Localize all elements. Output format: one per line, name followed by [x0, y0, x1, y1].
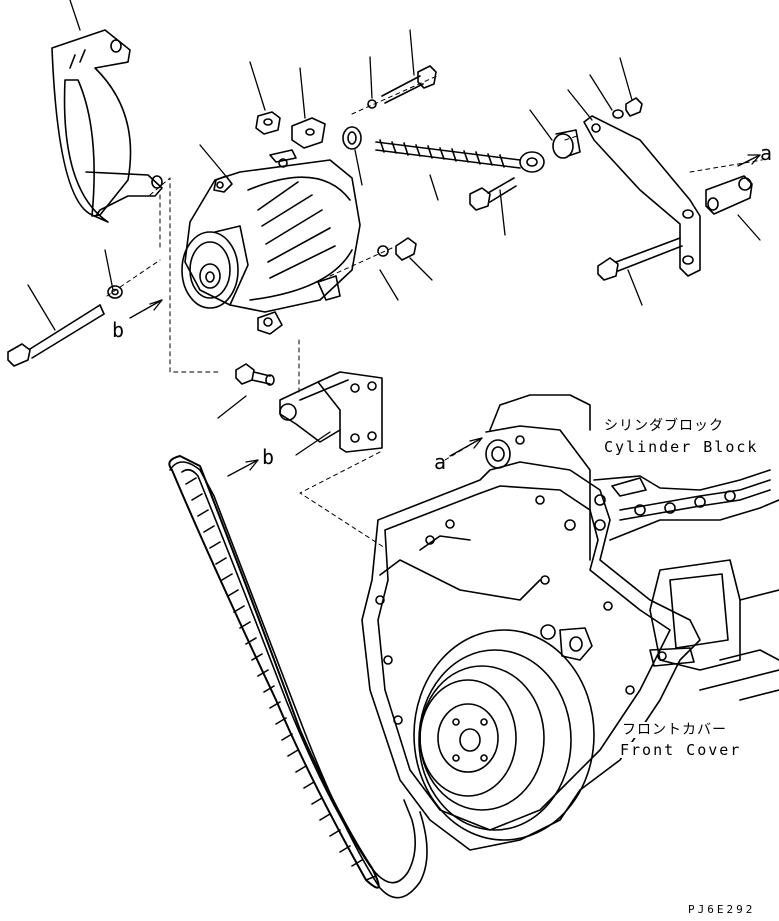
lower-bracket	[235, 363, 383, 453]
front-cover-label-jp: フロントカバー	[622, 722, 727, 738]
reference-arrows	[129, 154, 761, 477]
reference-mark-b-belt: b	[262, 445, 275, 469]
drawing-code: PJ6E292	[688, 903, 756, 916]
front-cover	[361, 461, 701, 851]
right-bracket	[583, 97, 753, 281]
long-bolt	[7, 285, 123, 367]
leader-lines	[27, 0, 761, 456]
upper-bolt	[381, 65, 437, 104]
spacer-and-nut-parts	[255, 99, 417, 261]
drive-belt	[168, 455, 428, 899]
cylinder-block	[485, 394, 779, 701]
alternator	[181, 149, 361, 335]
front-cover-label-en: Front Cover	[620, 741, 742, 759]
upper-bracket	[51, 29, 163, 223]
cylinder-block-label-jp: シリンダブロック	[604, 418, 724, 434]
reference-mark-a-block: a	[434, 450, 447, 474]
adjusting-rod	[375, 129, 581, 211]
cylinder-block-label-en: Cylinder Block	[604, 438, 759, 456]
reference-mark-a-bracket: a	[760, 141, 773, 165]
reference-mark-b-alternator: b	[112, 318, 125, 342]
